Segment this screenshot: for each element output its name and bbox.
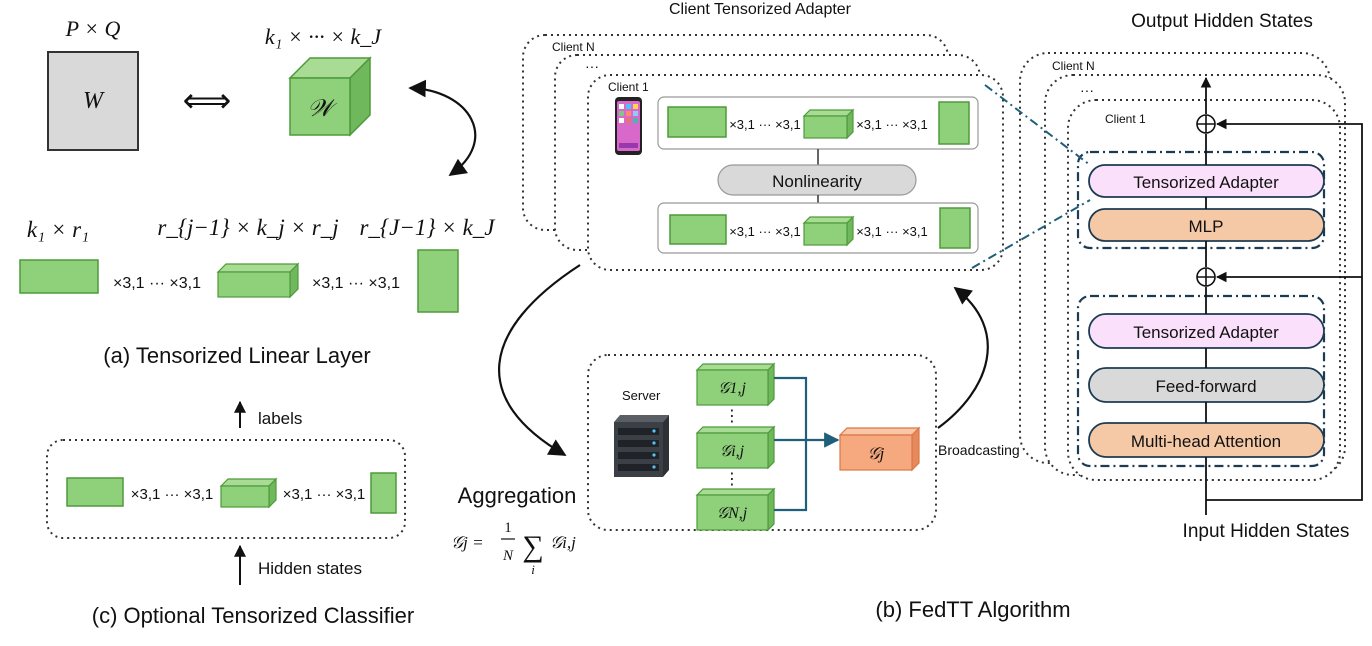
shape-last-core: r_{J−1} × k_J [359,215,496,240]
multi-head-attention-label: Multi-head Attention [1131,432,1281,451]
adapter-up-core-last [938,101,970,145]
matrix-w-symbol: W [83,88,105,114]
broadcasting-label: Broadcasting [938,442,1020,458]
hidden-states-text: Hidden states [258,559,362,578]
zoom-connectors [971,84,1091,269]
circled-plus-icon [1196,114,1216,134]
server-rack-icon [614,415,669,477]
shape-middle-core: r_{j−1} × k_j × r_j [157,215,338,240]
matrix-w-square [47,51,139,151]
caption-c: (c) Optional Tensorized Classifier [92,603,414,628]
core-g1j [695,362,776,407]
classifier-frame [46,439,406,539]
feed-forward-label: Feed-forward [1155,377,1256,396]
adapter-up-core-first [667,106,727,138]
contraction-op-1: ×3,1 ··· ×3,1 [113,275,201,292]
core-last-block [417,249,459,313]
contraction-op-2: ×3,1 ··· ×3,1 [312,275,400,292]
tensor-w-cube [288,56,372,137]
decompose-double-arrow [408,79,477,177]
server-frame [587,354,937,531]
core-gij-label: 𝒢i,j [720,443,745,460]
adapter-up-op-1: ×3,1 ··· ×3,1 [729,117,801,132]
vdots-2: ⋮ [724,471,740,488]
core-gj-label: 𝒢j [868,444,885,463]
panel-c-tensorized-classifier: labels ×3,1 ··· ×3,1 ×3,1 ··· ×3,1 Hidde… [46,400,414,628]
input-hidden-title: Input Hidden States [1183,521,1350,542]
broadcast-arrow [937,286,989,429]
top-adapter-group-frame [1076,150,1326,250]
smartphone-icon [615,97,642,155]
core-gNj [695,487,776,532]
core-first-block [19,259,99,294]
core-g1j-label: 𝒢1,j [718,380,746,397]
core-middle-cube [216,262,300,299]
core-gij [695,425,776,470]
circled-plus-icon-2 [1196,267,1216,287]
panel-b-fedtt: Client Tensorized Adapter Client N ··· C… [451,1,1071,622]
equivalence-arrow: ⟺ [183,82,232,120]
adapter-down-core-first [669,214,727,245]
nonlinearity-label: Nonlinearity [772,172,862,191]
adapter-down-op-2: ×3,1 ··· ×3,1 [856,224,928,239]
output-hidden-title: Output Hidden States [1131,11,1313,32]
aggregation-connectors [774,376,840,512]
transformer-stack: Output Hidden States Client N ··· Client… [1019,11,1363,542]
nonlinearity-block [717,164,917,196]
adapter-up-op-2: ×3,1 ··· ×3,1 [856,117,928,132]
server-label: Server [622,388,661,403]
formula-sum: ∑ [522,530,543,563]
vdots-1: ⋮ [724,408,740,425]
adapter-up-core-middle [802,108,855,140]
adapter-down-core-last [939,207,971,249]
adapter-down-core-middle [802,215,855,247]
formula-term: 𝒢i,j [550,533,576,552]
residual-connections [1206,118,1363,501]
client-n-label: Client N [552,40,595,54]
client-adapter-title: Client Tensorized Adapter [669,1,852,18]
aggregation-title: Aggregation [458,483,577,508]
mlp-label: MLP [1189,217,1224,236]
caption-b: (b) FedTT Algorithm [875,597,1070,622]
classifier-core-last [370,472,397,514]
matrix-dims-label: P × Q [65,16,121,41]
client-1-label: Client 1 [608,80,649,94]
panel-a-tensorized-linear-layer: P × Q W ⟺ k₁ × ··· × k_J 𝒲 k₁ × r₁ r_{j−… [19,16,496,368]
bottom-group-frame [1076,294,1326,468]
formula-lhs: 𝒢j = [451,533,484,552]
classifier-core-first [66,477,124,507]
classifier-core-middle [219,477,278,509]
tf-client-n-label: Client N [1052,59,1095,73]
adapter-down-op-1: ×3,1 ··· ×3,1 [729,224,801,239]
formula-numerator: 1 [504,520,512,536]
aggregation-formula: 𝒢j = 1 N ∑ i 𝒢i,j [451,520,576,577]
core-gj-aggregated [838,426,921,472]
tf-client-ellipsis: ··· [1080,82,1094,98]
classifier-op-1: ×3,1 ··· ×3,1 [131,486,214,503]
classifier-op-2: ×3,1 ··· ×3,1 [283,486,366,503]
upload-arrow [498,264,581,456]
tensorized-adapter-bottom-label: Tensorized Adapter [1133,323,1279,342]
core-gNj-label: 𝒢N,j [717,505,748,522]
labels-text: labels [258,409,302,428]
shape-first-core: k₁ × r₁ [27,217,89,242]
tf-client-1-label: Client 1 [1105,112,1146,126]
formula-denominator: N [502,548,514,564]
tensorized-adapter-top-label: Tensorized Adapter [1133,173,1279,192]
tensor-dims-label: k₁ × ··· × k_J [265,24,382,49]
caption-a: (a) Tensorized Linear Layer [103,343,370,368]
client-ellipsis: ··· [585,58,599,74]
formula-sub: i [531,562,535,577]
